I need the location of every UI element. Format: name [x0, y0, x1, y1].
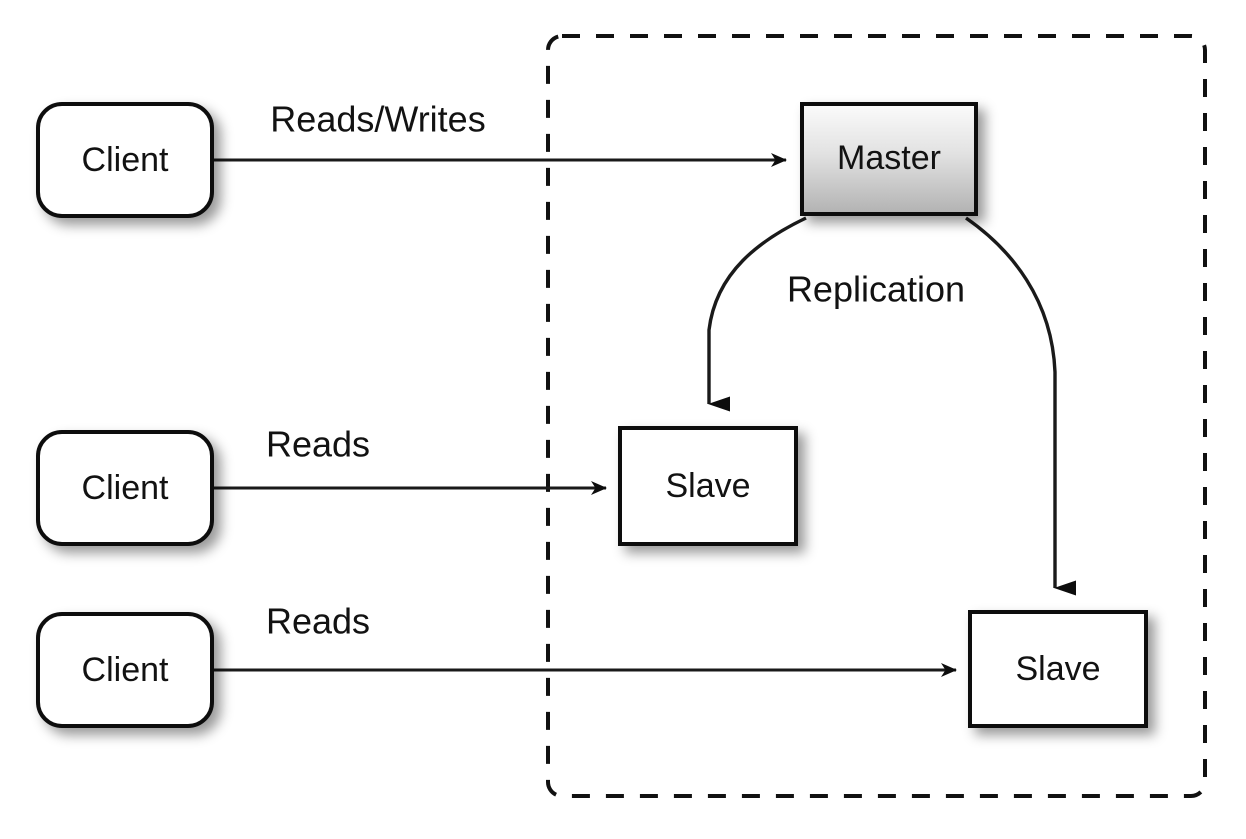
client-1-label: Client — [82, 141, 169, 179]
edge-master-slave1 — [707, 216, 807, 412]
client-2-box[interactable] — [36, 430, 214, 546]
master-box[interactable] — [800, 102, 978, 216]
edge-label-reads-writes: Reads/Writes — [270, 99, 485, 140]
master-label: Master — [837, 139, 941, 177]
slave-2-label: Slave — [1015, 650, 1100, 688]
edge-label-reads-b: Reads — [266, 601, 370, 642]
node-client-1[interactable]: Client — [36, 102, 214, 218]
client-2-label: Client — [82, 469, 169, 507]
slave-1-box[interactable] — [618, 426, 798, 546]
server-boundary — [546, 34, 1207, 798]
slave-1-label: Slave — [665, 467, 750, 505]
client-3-box[interactable] — [36, 612, 214, 728]
node-client-3[interactable]: Client — [36, 612, 214, 728]
client-1-box[interactable] — [36, 102, 214, 218]
edge-label-replication: Replication — [787, 269, 965, 310]
node-master[interactable]: Master — [800, 102, 978, 216]
edge-label-reads-a: Reads — [266, 424, 370, 465]
node-slave-2[interactable]: Slave — [968, 610, 1148, 728]
node-slave-1[interactable]: Slave — [618, 426, 798, 546]
edge-master-slave2 — [965, 216, 1076, 596]
slave-2-box[interactable] — [968, 610, 1148, 728]
client-3-label: Client — [82, 651, 169, 689]
node-client-2[interactable]: Client — [36, 430, 214, 546]
